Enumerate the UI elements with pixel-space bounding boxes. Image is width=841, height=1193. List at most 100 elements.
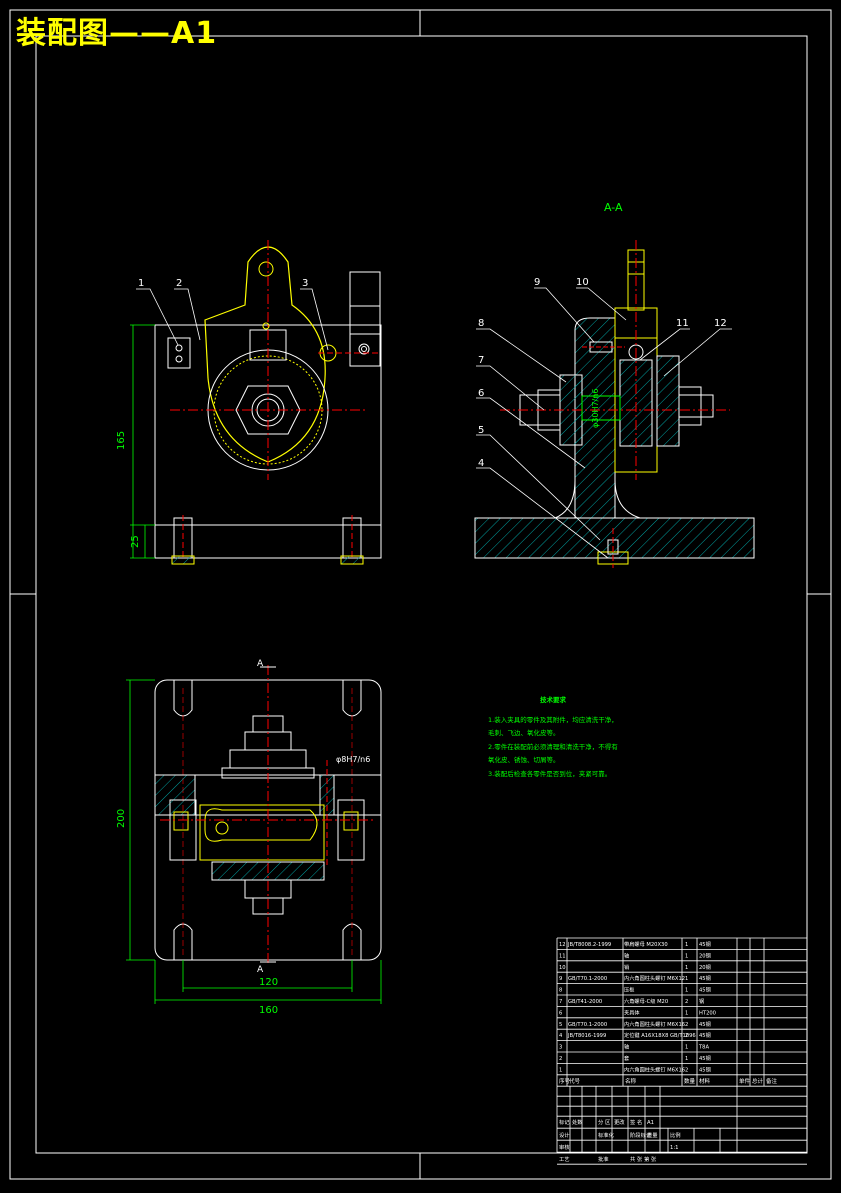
bom-no: 9 bbox=[559, 976, 562, 982]
title-block-cell: 设计 bbox=[559, 1131, 570, 1139]
section-view bbox=[474, 240, 755, 568]
title-block-cell: 处数 bbox=[572, 1118, 583, 1126]
bom-qty: 1 bbox=[685, 953, 688, 959]
title-block-cell: 批准 bbox=[598, 1155, 609, 1163]
front-view bbox=[154, 240, 382, 565]
bom-qty: 1 bbox=[685, 1045, 688, 1051]
bom-no: 10 bbox=[559, 965, 566, 971]
title-block-cell: 比例 bbox=[670, 1131, 681, 1139]
top-view bbox=[154, 665, 382, 965]
sheet-frame bbox=[9, 9, 832, 1180]
bom-name: 定位键 A16X18X8 GB/T1096 bbox=[624, 1031, 696, 1039]
title-block-cell: 工艺 bbox=[559, 1156, 570, 1163]
dim-25: 25 bbox=[130, 535, 141, 548]
bom-qty: 2 bbox=[685, 1067, 688, 1073]
bom-qty: 1 bbox=[685, 976, 688, 982]
bom-material: 45钢 bbox=[699, 1054, 711, 1062]
section-mark-top: A bbox=[257, 659, 264, 669]
title-block-cell: 审核 bbox=[559, 1143, 570, 1151]
bom-material: 20钢 bbox=[699, 951, 711, 959]
callout-4: 4 bbox=[478, 458, 484, 469]
bom-material: 45钢 bbox=[699, 940, 711, 948]
dim-160: 160 bbox=[259, 1005, 278, 1016]
bom-name: 轴 bbox=[624, 951, 629, 959]
notes-heading: 技术要求 bbox=[540, 696, 566, 704]
bom-material: 45钢 bbox=[699, 986, 711, 994]
bom-name: 带肩螺母 M20X30 bbox=[624, 940, 668, 948]
bom-name: 轴 bbox=[624, 1043, 629, 1051]
dim-165: 165 bbox=[116, 431, 127, 450]
section-callouts bbox=[476, 287, 732, 559]
bom-qty: 1 bbox=[685, 988, 688, 994]
notes-line-4: 氧化皮、锈蚀、切屑等。 bbox=[488, 756, 560, 764]
callout-5: 5 bbox=[478, 425, 484, 436]
dim-bore-fit: φ30H7/n6 bbox=[591, 389, 600, 428]
bom-qty: 1 bbox=[685, 965, 688, 971]
bom-name: 销 bbox=[624, 963, 629, 971]
bom-std: GB/T41-2000 bbox=[568, 999, 602, 1005]
bom-name: 夹具体 bbox=[624, 1008, 640, 1016]
callout-10: 10 bbox=[576, 277, 589, 288]
notes-line-2: 毛刺、飞边、氧化皮等。 bbox=[488, 729, 560, 737]
bom-material: 45钢 bbox=[699, 974, 711, 982]
callout-6: 6 bbox=[478, 388, 484, 399]
bom-header-cell: 备注 bbox=[766, 1077, 778, 1085]
callout-8: 8 bbox=[478, 318, 484, 329]
title-block-cell: A1 bbox=[647, 1120, 654, 1126]
technical-notes: 技术要求 1.装入夹具的零件及其附件，均应清洗干净，不得有 毛刺、飞边、氧化皮等… bbox=[488, 694, 618, 781]
notes-line-5: 3.装配后检查各零件是否到位，夹紧可靠。 bbox=[488, 769, 612, 778]
bom-qty: 2 bbox=[685, 1033, 688, 1039]
bom-std: JB/T8016-1999 bbox=[567, 1033, 606, 1039]
bom-name: 压板 bbox=[624, 986, 635, 994]
bom-name: 内六角圆柱头螺钉 M6X16 bbox=[624, 1065, 685, 1073]
bom-header-cell: 数量 bbox=[684, 1077, 696, 1085]
front-dimensions: 165 25 bbox=[116, 324, 155, 559]
callout-9: 9 bbox=[534, 277, 540, 288]
front-callouts bbox=[136, 288, 329, 351]
callout-12: 12 bbox=[714, 318, 727, 329]
bom-no: 11 bbox=[559, 953, 566, 959]
bom-header-cell: 单件 bbox=[739, 1077, 751, 1085]
dim-200: 200 bbox=[116, 809, 127, 828]
bom-material: 45钢 bbox=[699, 1065, 711, 1073]
bom-std: GB/T70.1-2000 bbox=[568, 1022, 607, 1028]
callout-1: 1 bbox=[138, 278, 144, 289]
title-block-cell: 分 区 bbox=[598, 1118, 611, 1126]
bom-qty: 1 bbox=[685, 1010, 688, 1016]
callout-2: 2 bbox=[176, 278, 182, 289]
title-block-cell: 标准化 bbox=[598, 1131, 615, 1139]
bom-material: 45钢 bbox=[699, 1031, 711, 1039]
bom-no: 12 bbox=[559, 942, 566, 948]
bom-no: 3 bbox=[559, 1045, 562, 1051]
dim-120: 120 bbox=[259, 977, 278, 988]
bom-name: 内六角圆柱头螺钉 M6X16 bbox=[624, 1020, 685, 1028]
title-block-cell: 重量 bbox=[647, 1131, 658, 1139]
bom-header-cell: 序号 bbox=[559, 1077, 571, 1085]
bom-material: HT200 bbox=[699, 1010, 716, 1016]
bom-std: JB/T8008.2-1999 bbox=[567, 942, 611, 948]
bom-name: 六角螺母-C级 M20 bbox=[624, 997, 668, 1005]
bom-name: 套 bbox=[624, 1054, 630, 1062]
callout-7: 7 bbox=[478, 355, 484, 366]
bom-qty: 1 bbox=[685, 1056, 688, 1062]
title-block-cell: 更改 bbox=[614, 1118, 625, 1126]
title-block-cell: 1:1 bbox=[670, 1145, 679, 1151]
drawing-title: 装配图——A1 bbox=[16, 16, 218, 51]
bom-header-cell: 名称 bbox=[625, 1077, 637, 1085]
title-block-cell: 签 名 bbox=[630, 1118, 642, 1126]
bom-header-cell: 总计 bbox=[752, 1077, 764, 1085]
bom-material: T8A bbox=[698, 1045, 709, 1051]
dim-hole-fit: φ8H7/n6 bbox=[336, 755, 370, 764]
bom-name: 内六角圆柱头螺钉 M6X12 bbox=[624, 974, 685, 982]
bom-material: 20钢 bbox=[699, 963, 711, 971]
callout-11: 11 bbox=[676, 318, 689, 329]
bom-qty: 1 bbox=[685, 942, 688, 948]
bom-no: 5 bbox=[559, 1022, 562, 1028]
section-label: A-A bbox=[604, 201, 623, 214]
bom-no: 4 bbox=[559, 1033, 563, 1039]
notes-line-3: 2.零件在装配前必须清理和清洗干净，不得有毛刺、飞边、 bbox=[488, 742, 618, 751]
